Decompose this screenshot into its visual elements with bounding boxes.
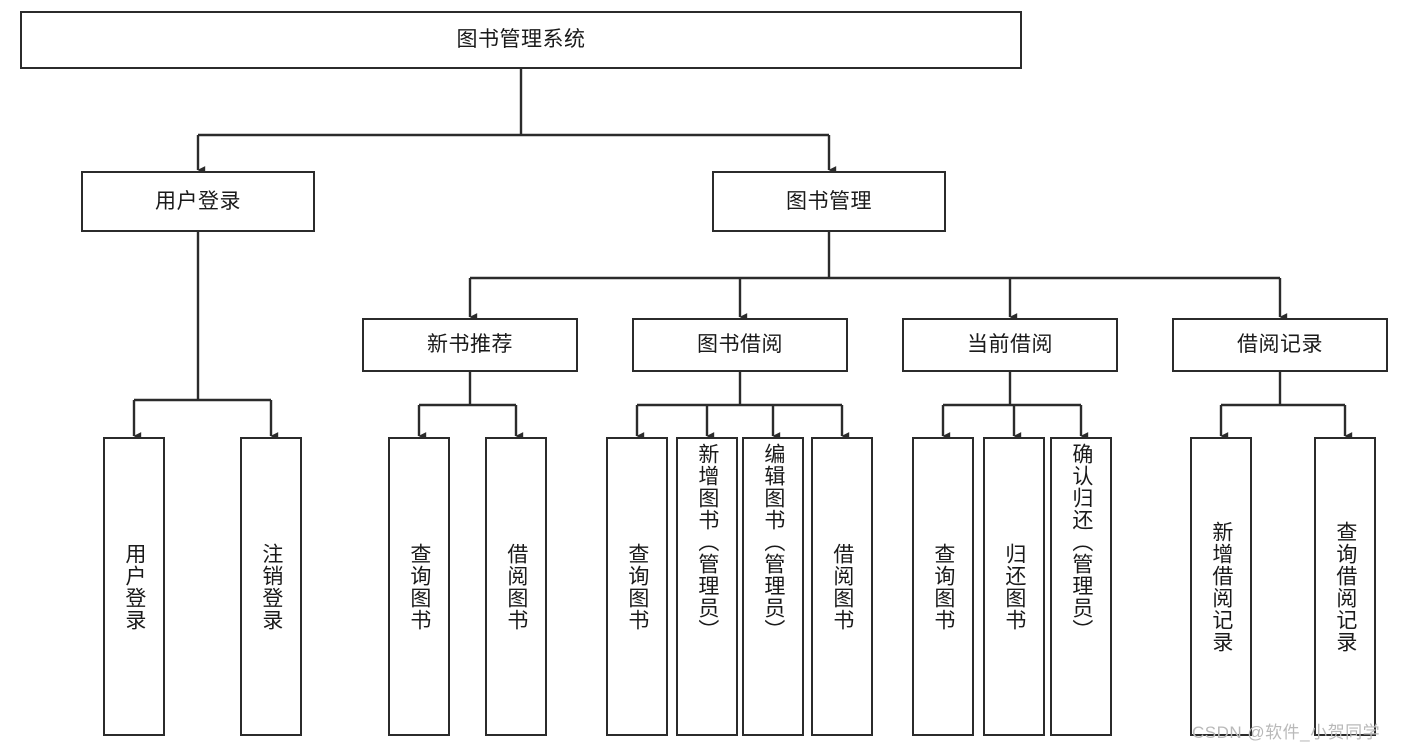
node-leaf-rec-query[interactable]: 查询图书	[388, 437, 450, 736]
node-leaf-bb-add[interactable]: 新增图书（管理员）	[676, 437, 738, 736]
node-leaf-br-add[interactable]: 新增借阅记录	[1190, 437, 1252, 736]
node-root[interactable]: 图书管理系统	[20, 11, 1022, 69]
connector-group	[132, 69, 1353, 440]
node-label: 归还图书	[1002, 542, 1026, 631]
node-current-borrow[interactable]: 当前借阅	[902, 318, 1118, 372]
node-label: 注销登录	[259, 542, 283, 631]
node-leaf-rec-borrow[interactable]: 借阅图书	[485, 437, 547, 736]
node-leaf-cb-query[interactable]: 查询图书	[912, 437, 974, 736]
node-leaf-cb-return[interactable]: 归还图书	[983, 437, 1045, 736]
node-label: 确认归还（管理员）	[1069, 443, 1093, 641]
node-label: 图书管理	[786, 189, 872, 213]
node-label: 借阅图书	[504, 542, 528, 631]
node-leaf-bb-borrow[interactable]: 借阅图书	[811, 437, 873, 736]
node-leaf-br-query[interactable]: 查询借阅记录	[1314, 437, 1376, 736]
node-new-book-rec[interactable]: 新书推荐	[362, 318, 578, 372]
node-label: 查询图书	[407, 542, 431, 631]
node-leaf-bb-edit[interactable]: 编辑图书（管理员）	[742, 437, 804, 736]
node-leaf-user-logout[interactable]: 注销登录	[240, 437, 302, 736]
node-leaf-bb-query[interactable]: 查询图书	[606, 437, 668, 736]
node-label: 新书推荐	[427, 333, 513, 357]
node-label: 新增借阅记录	[1209, 520, 1233, 653]
node-label: 编辑图书（管理员）	[761, 443, 785, 641]
node-borrow-record[interactable]: 借阅记录	[1172, 318, 1388, 372]
node-label: 图书管理系统	[456, 28, 586, 52]
node-label: 用户登录	[122, 542, 146, 631]
csdn-watermark: CSDN @软件_小贺同学	[1192, 723, 1381, 742]
node-book-borrow[interactable]: 图书借阅	[632, 318, 848, 372]
node-label: 用户登录	[155, 189, 241, 213]
node-label: 图书借阅	[697, 333, 783, 357]
node-label: 借阅图书	[830, 542, 854, 631]
node-label: 查询图书	[625, 542, 649, 631]
node-book-manage[interactable]: 图书管理	[712, 171, 946, 232]
node-label: 借阅记录	[1237, 333, 1323, 357]
node-leaf-user-login[interactable]: 用户登录	[103, 437, 165, 736]
node-leaf-cb-confirm[interactable]: 确认归还（管理员）	[1050, 437, 1112, 736]
node-user-login[interactable]: 用户登录	[81, 171, 315, 232]
node-label: 查询借阅记录	[1333, 520, 1357, 653]
node-label: 当前借阅	[967, 333, 1053, 357]
node-label: 新增图书（管理员）	[695, 443, 719, 641]
node-label: 查询图书	[931, 542, 955, 631]
